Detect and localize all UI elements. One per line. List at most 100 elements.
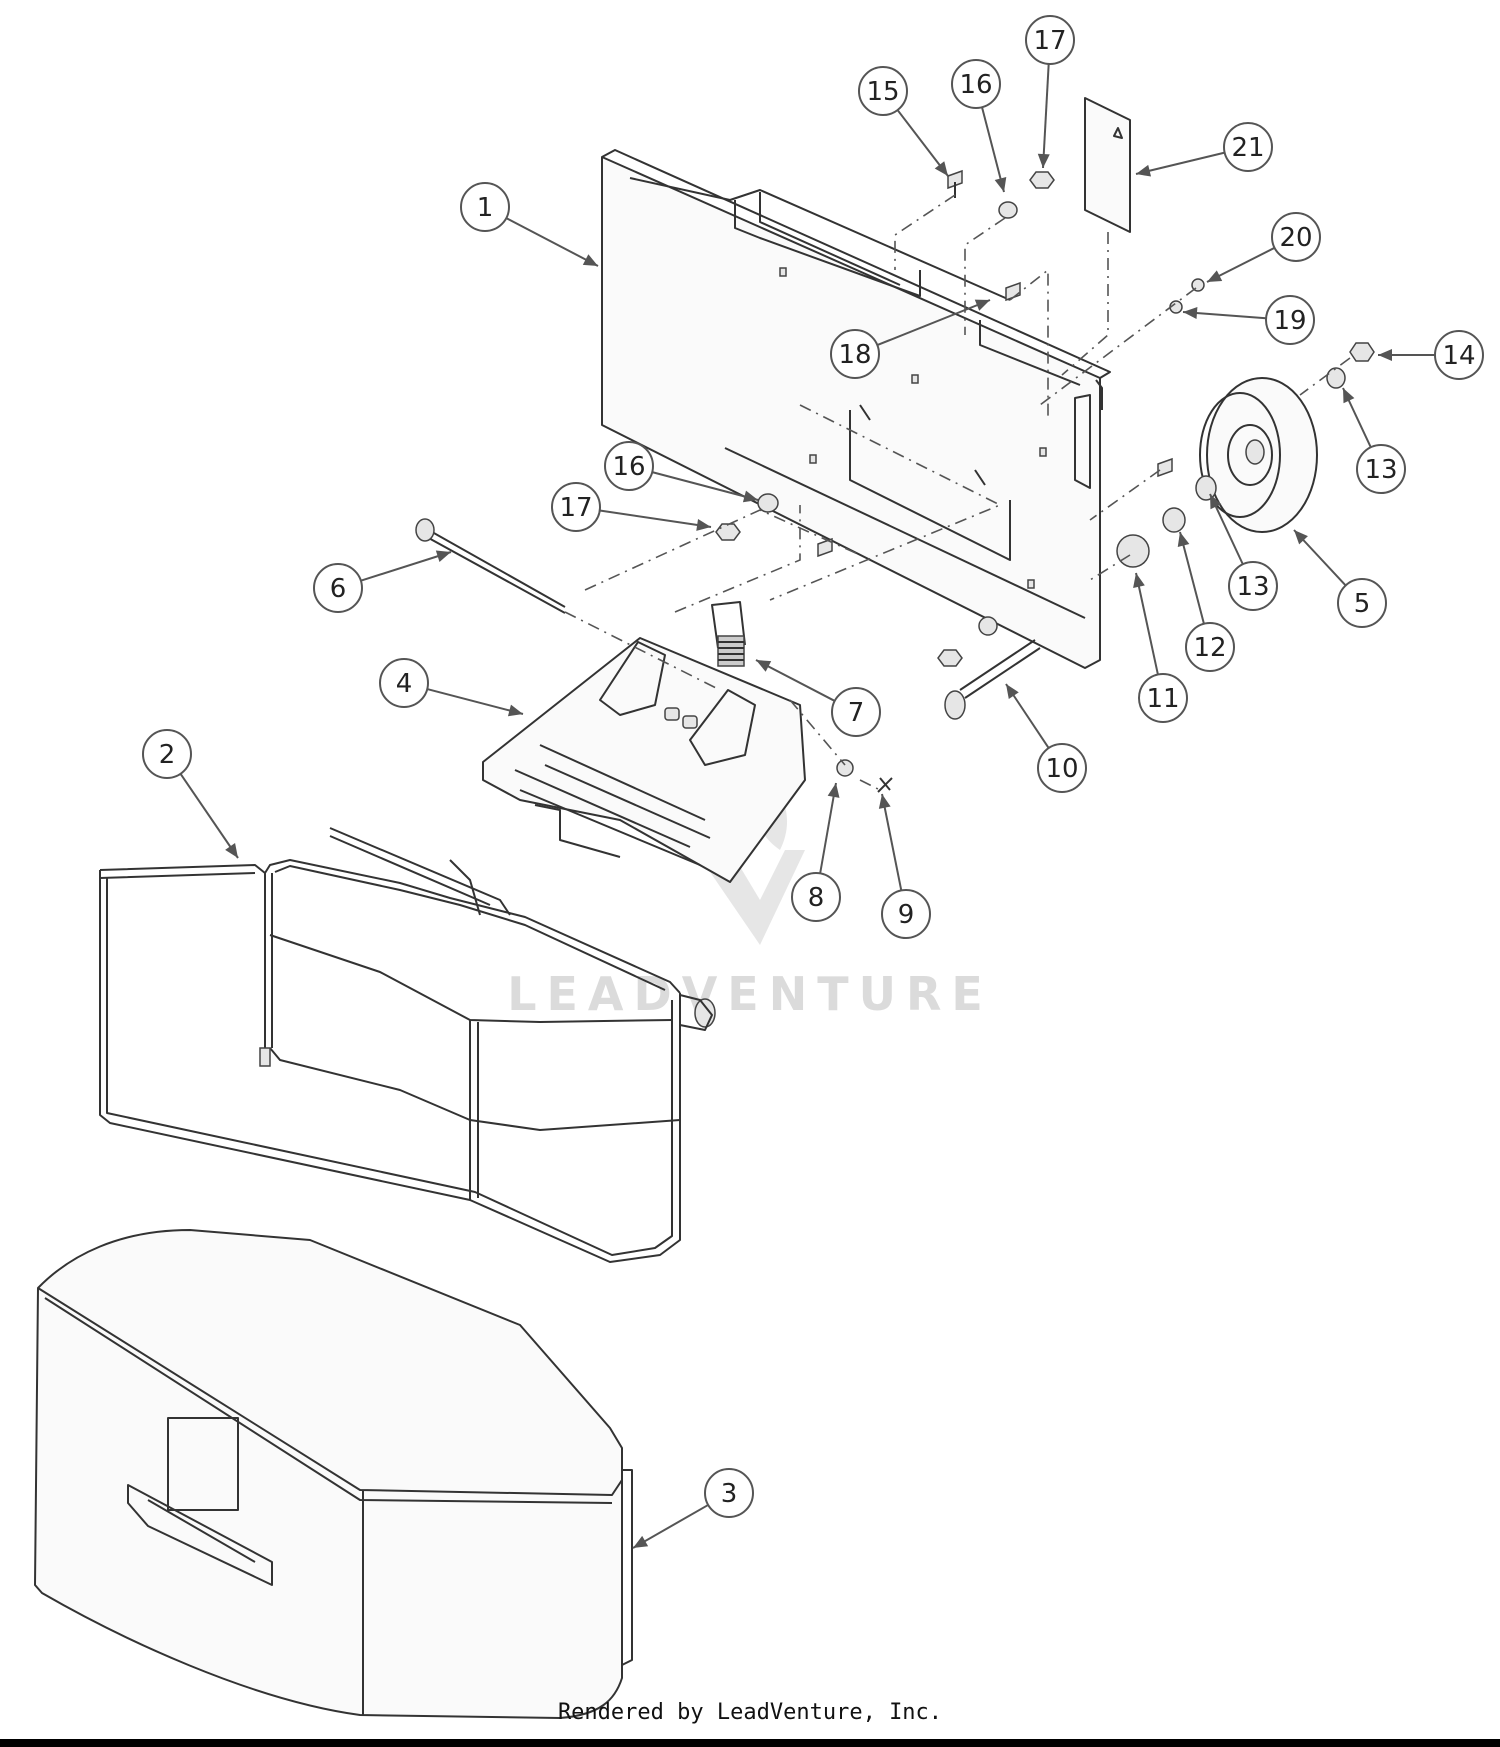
arrowhead-3 <box>633 1535 649 1548</box>
leader-line-16 <box>981 106 1005 193</box>
callout-circle <box>1223 122 1273 172</box>
callout-4: 4 <box>379 658 429 708</box>
bottom-bar <box>0 1739 1500 1747</box>
assembly-lines <box>564 194 1351 791</box>
callout-circle <box>604 441 654 491</box>
arrowhead-6 <box>435 550 451 562</box>
part-21-decal <box>1084 97 1131 233</box>
callout-circle <box>1228 561 1278 611</box>
arrowhead-14 <box>1378 349 1392 361</box>
arrowhead-1 <box>582 254 598 266</box>
leader-line-11 <box>1135 572 1159 675</box>
callout-1: 1 <box>460 182 510 232</box>
arrowhead-4 <box>507 704 523 717</box>
callout-circle <box>1265 295 1315 345</box>
callout-label: 2 <box>159 740 176 770</box>
callout-circle <box>1356 444 1406 494</box>
callout-circle <box>460 182 510 232</box>
callout-circle <box>881 889 931 939</box>
part-7-spring <box>711 601 746 667</box>
arrowhead-13 <box>1210 494 1222 510</box>
callout-circle <box>951 59 1001 109</box>
callout-label: 10 <box>1045 754 1078 784</box>
watermark-text: LEADVENTURE <box>507 967 993 1021</box>
leader-line-17 <box>1042 63 1050 169</box>
callout-label: 17 <box>559 493 592 523</box>
callout-17: 17 <box>1025 15 1075 65</box>
callout-label: 5 <box>1354 589 1371 619</box>
callout-18: 18 <box>830 329 880 379</box>
part-4-deflector <box>482 637 806 883</box>
footer-credit: Rendered by LeadVenture, Inc. <box>557 1700 943 1725</box>
callout-circle <box>1185 622 1235 672</box>
arrowhead-12 <box>1177 532 1190 548</box>
callout-circle <box>704 1468 754 1518</box>
arrowhead-7 <box>756 660 772 672</box>
callout-circle <box>1025 15 1075 65</box>
callout-label: 19 <box>1273 306 1306 336</box>
arrowhead-10 <box>1006 684 1019 699</box>
callout-circle <box>379 658 429 708</box>
arrowhead-20 <box>1207 270 1223 282</box>
callout-circle <box>1138 673 1188 723</box>
leader-line-18 <box>876 299 991 347</box>
callout-circle <box>831 687 881 737</box>
callout-6: 6 <box>313 563 363 613</box>
callout-label: 8 <box>808 883 825 913</box>
arrowhead-17 <box>696 519 711 531</box>
callout-label: 17 <box>1033 26 1066 56</box>
hardware <box>715 169 1375 793</box>
callout-label: 16 <box>612 452 645 482</box>
arrowhead-17 <box>1037 153 1050 168</box>
callout-label: 13 <box>1364 455 1397 485</box>
callout-5: 5 <box>1337 578 1387 628</box>
arrowhead-18 <box>974 299 990 311</box>
callout-7: 7 <box>831 687 881 737</box>
callout-20: 20 <box>1271 212 1321 262</box>
callout-2: 2 <box>142 729 192 779</box>
callout-19: 19 <box>1265 295 1315 345</box>
callout-14: 14 <box>1434 330 1484 380</box>
callout-16: 16 <box>951 59 1001 109</box>
arrowhead-2 <box>225 843 238 858</box>
part-2-wire-frame <box>99 827 716 1263</box>
callout-label: 3 <box>721 1479 738 1509</box>
leader-line-9 <box>881 793 903 891</box>
callout-label: 13 <box>1236 572 1269 602</box>
callout-label: 4 <box>396 669 413 699</box>
arrowhead-15 <box>934 161 948 176</box>
callout-circle <box>1271 212 1321 262</box>
callout-circle <box>830 329 880 379</box>
leader-line-16 <box>651 471 759 501</box>
callout-label: 12 <box>1193 633 1226 663</box>
callout-label: 16 <box>959 70 992 100</box>
arrowhead-8 <box>827 783 840 798</box>
leader-line-7 <box>755 659 836 702</box>
callout-label: 20 <box>1279 223 1312 253</box>
callout-3: 3 <box>704 1468 754 1518</box>
leader-line-6 <box>360 551 452 582</box>
callout-13: 13 <box>1356 444 1406 494</box>
leader-line-4 <box>426 688 524 715</box>
leader-line-12 <box>1179 531 1205 625</box>
callout-label: 15 <box>866 77 899 107</box>
part-1-back-plate <box>601 149 1111 669</box>
callout-label: 9 <box>898 900 915 930</box>
leader-line-21 <box>1135 151 1225 175</box>
callout-circle <box>1037 743 1087 793</box>
callout-label: 21 <box>1231 133 1264 163</box>
callout-label: 14 <box>1442 341 1475 371</box>
part-3-bag <box>34 1229 633 1719</box>
leader-line-3 <box>632 1504 709 1549</box>
callout-circle <box>791 872 841 922</box>
callout-label: 6 <box>330 574 347 604</box>
arrowhead-16 <box>742 490 758 503</box>
leader-line-8 <box>819 782 837 874</box>
callout-circle <box>313 563 363 613</box>
arrowhead-16 <box>994 176 1007 192</box>
leader-line-2 <box>179 773 239 859</box>
callout-circle <box>1434 330 1484 380</box>
callout-9: 9 <box>881 889 931 939</box>
callout-circle <box>1337 578 1387 628</box>
